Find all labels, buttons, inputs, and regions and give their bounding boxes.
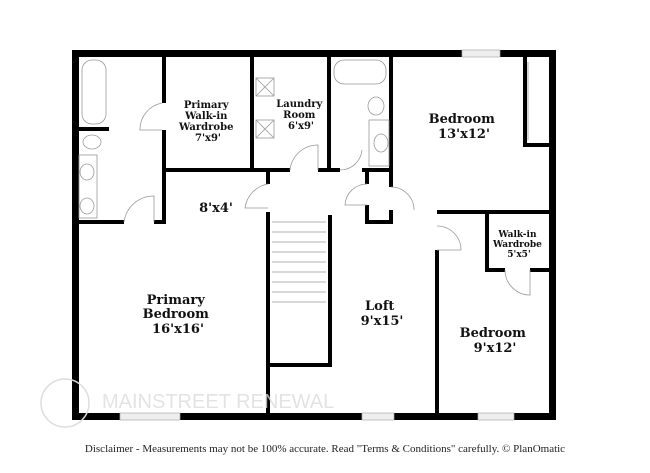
fixtures bbox=[78, 59, 531, 303]
label-hall: 8'x4' bbox=[199, 201, 233, 216]
door-swing bbox=[390, 186, 415, 211]
door-swing bbox=[244, 183, 269, 209]
label-laundry: Laundry Room 6'x9' bbox=[276, 99, 326, 132]
stairs bbox=[272, 221, 326, 303]
label-primary-wardrobe: Primary Walk-in Wardrobe 7'x9' bbox=[178, 100, 237, 144]
toilet bbox=[367, 96, 385, 116]
sink bbox=[373, 133, 389, 153]
sink bbox=[79, 163, 95, 181]
label-bedroom-se: Bedroom 9'x12' bbox=[460, 326, 531, 356]
label-wardrobe-se: Walk-in Wardrobe 5'x5' bbox=[492, 230, 545, 260]
door-swing bbox=[339, 149, 363, 171]
vanity bbox=[78, 154, 98, 219]
label-bedroom-ne: Bedroom 13'x12' bbox=[429, 112, 500, 142]
label-loft: Loft 9'x15' bbox=[361, 299, 404, 329]
room-labels: Primary Walk-in Wardrobe 7'x9' Laundry R… bbox=[143, 99, 545, 356]
dryer bbox=[255, 119, 275, 139]
door-swing bbox=[344, 183, 368, 206]
walls bbox=[72, 50, 556, 420]
door-swing bbox=[123, 195, 155, 223]
door-swing bbox=[436, 225, 462, 251]
windows bbox=[119, 49, 515, 421]
disclaimer: Disclaimer - Measurements may not be 100… bbox=[84, 443, 566, 455]
vanity bbox=[368, 119, 390, 167]
bathtub bbox=[333, 59, 387, 85]
watermark-text: MAINSTREET RENEWAL bbox=[102, 391, 334, 413]
label-primary-bedroom: Primary Bedroom 16'x16' bbox=[143, 293, 214, 337]
door-swing bbox=[289, 144, 319, 171]
washer bbox=[255, 77, 275, 97]
door-swing bbox=[504, 269, 531, 296]
bathtub bbox=[81, 59, 107, 125]
sink bbox=[79, 197, 95, 215]
toilet bbox=[82, 134, 102, 150]
door-swing bbox=[139, 102, 163, 131]
watermark: MAINSTREET RENEWAL bbox=[40, 378, 334, 428]
